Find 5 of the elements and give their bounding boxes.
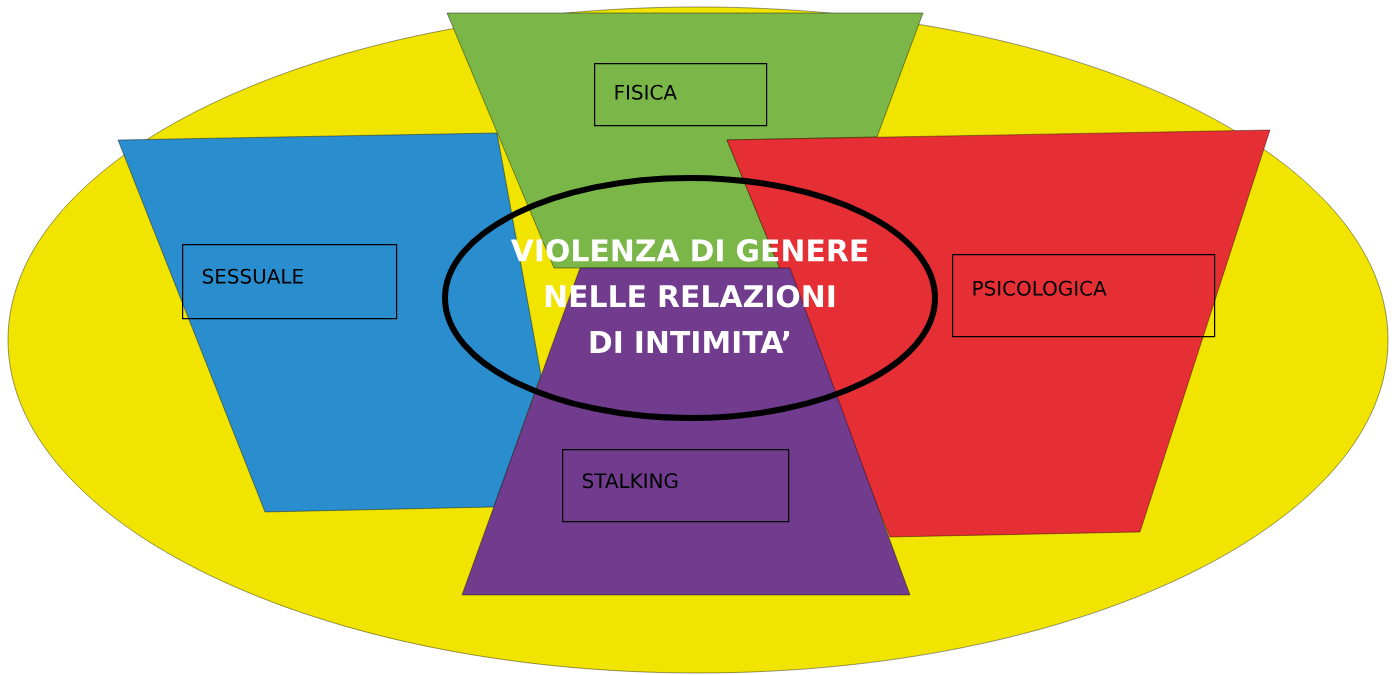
- label-box: STALKING: [562, 449, 790, 523]
- label-box: PSICOLOGICA: [952, 254, 1216, 338]
- trapezoid-shape: [461, 267, 911, 596]
- label-box: SESSUALE: [182, 244, 398, 320]
- label-box: FISICA: [594, 63, 768, 127]
